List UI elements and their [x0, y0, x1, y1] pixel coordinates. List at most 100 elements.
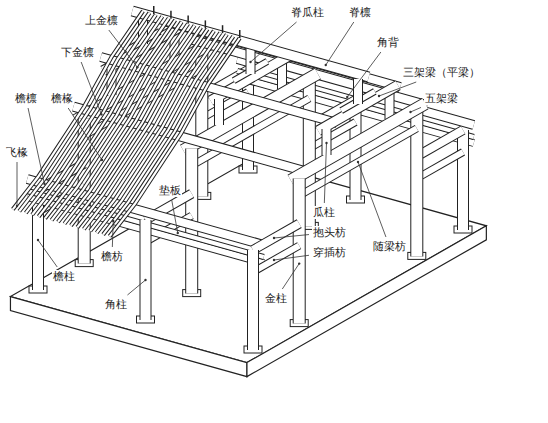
leader-dot	[273, 259, 275, 261]
leader-line	[38, 240, 57, 267]
leader-line	[411, 107, 422, 112]
rafter-outline	[58, 24, 188, 222]
part-label: 飞椽	[5, 146, 29, 159]
leader-line	[347, 52, 381, 97]
platform-face	[10, 297, 247, 377]
rafter-outline	[26, 15, 156, 213]
part-label: 角柱	[104, 298, 128, 311]
rafter-outline	[45, 20, 175, 218]
leader-dot	[43, 183, 45, 185]
rafter-fill	[32, 16, 162, 214]
leader-dot	[325, 64, 327, 66]
leader-line	[112, 221, 114, 247]
leader-dot	[37, 239, 39, 241]
leader-dot	[112, 220, 114, 222]
leader-dot	[378, 95, 380, 97]
part-label: 上金檩	[84, 14, 119, 27]
part-label: 脊瓜柱	[290, 6, 325, 19]
leader-line	[379, 82, 416, 96]
platform-face	[247, 226, 486, 377]
part-label: 瓜柱	[312, 206, 336, 219]
leader-line	[81, 62, 101, 114]
leader-line	[127, 280, 145, 295]
rafter-fill	[45, 20, 175, 218]
rafter-outline	[52, 22, 182, 220]
leader-dot	[273, 237, 275, 239]
leader-line	[324, 143, 326, 203]
part-label: 三架梁（平梁）	[402, 66, 481, 79]
leader-dot	[16, 205, 18, 207]
member-fill	[215, 99, 223, 125]
rafter-fill	[26, 15, 156, 213]
member-outline	[253, 246, 299, 272]
ridge-stub	[153, 6, 155, 14]
leader-line	[358, 162, 386, 237]
member-outline	[246, 49, 256, 74]
part-label: 檐柱	[52, 270, 76, 283]
member-fill	[141, 220, 151, 320]
leader-line	[172, 200, 178, 233]
part-label: 脊檩	[348, 6, 372, 19]
timber-frame	[27, 11, 474, 350]
rafter-outline	[84, 31, 214, 229]
leader-dot	[249, 61, 251, 63]
rafter-fill	[103, 36, 233, 234]
rafter-fill	[13, 11, 143, 209]
member-outline	[140, 220, 152, 320]
rafter-outline	[97, 34, 227, 232]
rafter-fill	[84, 31, 214, 229]
leader-dot	[144, 279, 146, 281]
part-label: 檐枋	[100, 250, 124, 263]
leader-dot	[177, 232, 179, 234]
rafter-outline	[110, 38, 240, 236]
ridge-marks	[154, 6, 240, 38]
rafter-outline	[13, 11, 143, 209]
part-label: 抱头枋	[312, 226, 347, 239]
rafter-fill	[77, 29, 207, 227]
leader-line	[274, 255, 309, 260]
member-fill	[417, 152, 463, 178]
rafter-fill	[52, 22, 182, 220]
leader-dot	[298, 262, 300, 264]
ridge-stub	[187, 16, 189, 24]
ridge-stub	[170, 11, 172, 19]
member-fill	[253, 246, 299, 272]
member-fill	[291, 104, 425, 181]
leader-dot	[101, 159, 103, 161]
rafter-fill	[90, 33, 220, 231]
ridge-stub	[239, 30, 241, 38]
leader-dot	[346, 96, 348, 98]
ridge-stub	[222, 25, 224, 33]
part-label: 檐檩	[14, 92, 38, 105]
member-outline	[291, 104, 425, 181]
leader-line	[68, 108, 102, 160]
ridge-stub	[205, 20, 207, 28]
leader-line	[274, 235, 309, 238]
part-label: 穿插枋	[312, 246, 347, 259]
leader-dot	[325, 142, 327, 144]
part-label: 金柱	[264, 292, 288, 305]
part-label: 下金檩	[60, 46, 95, 59]
leader-line	[17, 162, 18, 206]
member-outline	[214, 99, 224, 125]
leader-line	[28, 108, 44, 184]
part-label: 垫板	[158, 184, 182, 197]
rafter-outline	[90, 33, 220, 231]
member-outline	[417, 152, 463, 178]
leader-line	[109, 30, 138, 67]
leader-line	[282, 264, 299, 289]
part-label: 五架梁	[424, 92, 459, 105]
leader-dot	[409, 111, 411, 113]
member-outline	[457, 130, 469, 230]
rafters	[13, 11, 240, 236]
rafter-outline	[39, 18, 169, 216]
part-label: 随梁枋	[372, 240, 407, 253]
leader-line	[251, 22, 297, 62]
rafter-fill	[19, 13, 149, 211]
part-label: 檐椽	[50, 92, 74, 105]
member-fill	[247, 49, 255, 74]
rafter-fill	[58, 24, 188, 222]
leader-lines	[16, 22, 421, 295]
